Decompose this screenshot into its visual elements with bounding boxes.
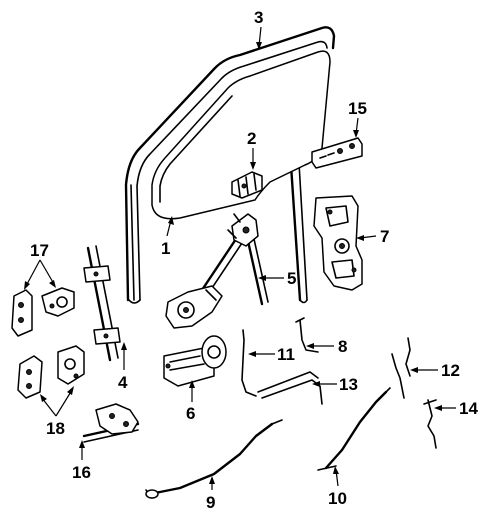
callout-10: 10 <box>328 489 347 508</box>
part-8-rod <box>295 317 319 353</box>
callout-2: 2 <box>247 129 256 148</box>
callout-13: 13 <box>339 375 358 394</box>
part-5-regulator <box>165 213 269 329</box>
callout-9: 9 <box>206 493 215 512</box>
callout-7: 7 <box>380 227 389 246</box>
callout-4: 4 <box>118 373 128 392</box>
callout-16: 16 <box>72 463 91 482</box>
part-9-cable <box>145 419 283 499</box>
callout-15: 15 <box>348 99 367 118</box>
part-4-channel <box>83 245 121 362</box>
callout-1: 1 <box>161 239 170 258</box>
part-14-handle-rod <box>423 399 437 449</box>
callout-6: 6 <box>186 404 195 423</box>
part-2-glass-clip <box>231 171 263 199</box>
callout-12: 12 <box>441 361 460 380</box>
part-7-lock-assembly <box>313 195 363 291</box>
part-11-lock-rod <box>241 329 257 397</box>
part-1-door-glass <box>151 50 331 220</box>
part-18-lower-hinge <box>17 345 85 399</box>
callout-3: 3 <box>254 8 263 27</box>
part-3-run-channel <box>124 26 336 304</box>
callout-18: 18 <box>46 419 65 438</box>
part-12-rod <box>391 337 411 399</box>
part-13-handle-rod <box>257 371 323 405</box>
callout-8: 8 <box>338 337 347 356</box>
callout-5: 5 <box>287 269 296 288</box>
part-10-cable <box>317 387 391 471</box>
callout-17: 17 <box>30 241 49 260</box>
part-16-door-check <box>82 403 140 443</box>
callout-labels: 3 2 15 1 7 17 5 11 8 4 6 13 12 14 18 16 … <box>30 8 478 512</box>
part-15-guide <box>311 137 363 169</box>
callout-11: 11 <box>277 345 295 364</box>
part-17-upper-hinge <box>11 287 75 337</box>
leader-lines <box>24 26 456 490</box>
callout-14: 14 <box>459 399 478 418</box>
part-6-motor <box>163 335 227 387</box>
